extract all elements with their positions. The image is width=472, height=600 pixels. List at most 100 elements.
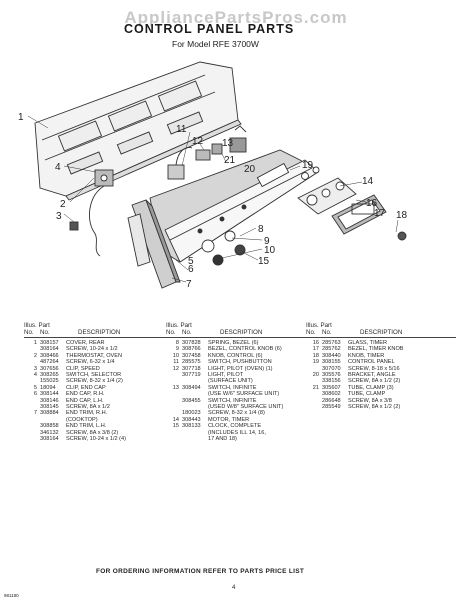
callout-18: 18 (396, 210, 408, 221)
item-number: 17 (312, 346, 319, 353)
part-number: 308443 (182, 416, 201, 423)
part-description: SCREW, 8A x 3/8 (348, 397, 392, 404)
page-subtitle: For Model RFE 3700W (172, 39, 259, 49)
parts-row: (USE W/6" SURFACE UNIT) (166, 391, 316, 397)
part-description: SCREW, 8-32 x 1/4 (2) (66, 378, 123, 385)
item-number: 16 (312, 340, 319, 346)
part-number: 308145 (40, 404, 59, 411)
part-description: BEZEL, CONTROL KNOB (6) (208, 346, 282, 353)
part-number (182, 436, 208, 442)
callout-5: 5 (188, 256, 194, 267)
part-description: END TRIM, L.H. (66, 423, 107, 430)
part-number: 308157 (40, 340, 59, 346)
part-description: BRACKET, ANGLE (348, 372, 396, 379)
part-number: 308766 (182, 346, 201, 353)
part-description: KNOB, CONTROL (6) (208, 352, 263, 359)
parts-row: 308145 SCREW, 8A x 1/2 (24, 404, 174, 410)
part-description: SCREW, 8A x 1/2 (2) (348, 404, 401, 411)
part-description: SWITCH, INFINITE (208, 397, 257, 404)
part-number: 307718 (182, 365, 201, 372)
part-description: CLIP, SPEED (66, 365, 100, 372)
part-number: 285763 (322, 340, 341, 346)
callout-17: 17 (374, 208, 386, 219)
part-number: 308155 (322, 359, 341, 366)
callout-20: 20 (244, 164, 256, 175)
part-number: 308133 (182, 423, 201, 430)
part-number: 285762 (322, 346, 341, 353)
page-number: 4 (232, 585, 236, 591)
column-header: Illus. Part No. No. DESCRIPTION (24, 322, 174, 338)
part-description: SPRING, BEZEL (6) (208, 340, 259, 346)
part-number: 307828 (182, 340, 201, 346)
item-number: 1 (33, 340, 37, 346)
part-description: SWITCH, PUSHBUTTON (208, 359, 272, 366)
part-number: 346132 (40, 429, 59, 436)
callout-labels: 1 2 3 4 6 5 7 8 9 10 11 12 13 14 15 16 1… (18, 112, 408, 290)
part-description: SCREW, 8-18 x 5/16 (348, 365, 400, 372)
part-number: 487264 (40, 359, 59, 366)
item-number: 9 (175, 346, 179, 353)
part-number: 307719 (182, 372, 201, 379)
part-description: SWITCH, SELECTOR (66, 372, 122, 379)
part-description: END CAP, R.H. (66, 391, 105, 398)
part-description: SCREW, 8A x 1/2 (66, 404, 110, 411)
part-description: (SURFACE UNIT) (208, 378, 253, 385)
parts-row: (COOKTOP) (24, 417, 174, 423)
part-number: 308164 (40, 346, 59, 353)
parts-row: 17 AND 18) (166, 436, 316, 442)
part-number: 18094 (40, 384, 56, 391)
part-description: BEZEL, TIMER KNOB (348, 346, 404, 353)
callout-12: 12 (192, 136, 204, 147)
part-description: MOTOR, TIMER (208, 416, 250, 423)
callout-15: 15 (258, 256, 270, 267)
item-number: 13 (172, 384, 179, 391)
control-panel-body (149, 149, 320, 263)
item-number: 3 (33, 365, 37, 372)
watermark: AppliancePartsPros.com (124, 8, 348, 27)
item-number: 14 (172, 416, 179, 423)
end-caps (127, 199, 181, 289)
callout-21: 21 (224, 155, 236, 166)
item-number (306, 404, 322, 410)
item-number: 15 (172, 423, 179, 430)
part-number: 308146 (40, 397, 59, 404)
item-number: 21 (312, 384, 319, 391)
part-number: 308884 (40, 410, 59, 417)
part-description: (USE W/6" SURFACE UNIT) (208, 391, 280, 398)
part-number: 180023 (182, 410, 201, 417)
part-description: CLIP, END CAP (66, 384, 106, 391)
item-number: 20 (312, 372, 319, 379)
page-title: CONTROL PANEL PARTS (124, 22, 295, 36)
exploded-diagram: 1 2 3 4 6 5 7 8 9 10 11 12 13 14 15 16 1… (18, 61, 408, 290)
part-description: (COOKTOP) (66, 416, 98, 423)
part-number: 286648 (322, 397, 341, 404)
part-description: END TRIM, R.H. (66, 410, 108, 417)
item-number: 5 (33, 384, 37, 391)
part-description: (USED W/8" SURFACE UNIT) (208, 404, 284, 411)
item-number: 4 (33, 372, 37, 379)
part-description: SCREW, 10-24 x 1/2 (4) (66, 436, 126, 443)
item-number (24, 436, 40, 442)
